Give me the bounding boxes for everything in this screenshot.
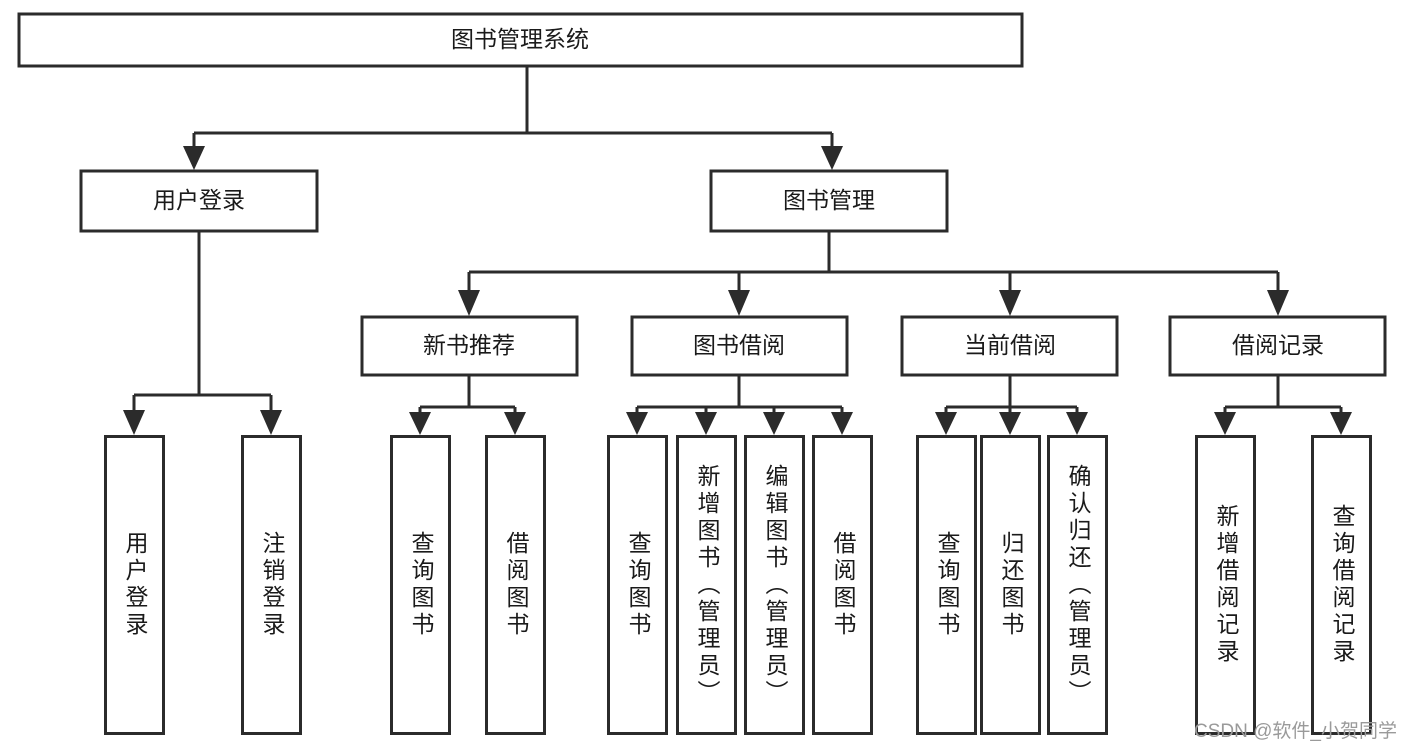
leaf-label: 编辑图书（管理员） (762, 463, 788, 707)
node-user-login[interactable]: 用户登录 (79, 169, 319, 233)
node-book-borrow-rect (630, 315, 849, 377)
node-root-label: 图书管理系统 (451, 26, 589, 52)
node-user-login-label: 用户登录 (153, 187, 245, 213)
connector-book-management-to-level3 (458, 231, 1289, 316)
leaf-book-borrow-edit-book[interactable]: 编辑图书（管理员） (744, 435, 805, 735)
leaf-current-borrow-confirm-return[interactable]: 确认归还（管理员） (1047, 435, 1108, 735)
node-current-borrow-label: 当前借阅 (964, 332, 1056, 358)
leaf-label: 归还图书 (998, 531, 1024, 639)
leaf-label: 确认归还（管理员） (1065, 463, 1091, 707)
leaf-label: 借阅图书 (830, 531, 856, 639)
arrow-head-icon (260, 410, 282, 435)
arrow-head-icon (183, 146, 205, 170)
leaf-current-borrow-return-book[interactable]: 归还图书 (980, 435, 1041, 735)
leaf-current-borrow-query-book[interactable]: 查询图书 (916, 435, 977, 735)
arrow-head-icon (831, 412, 853, 435)
node-current-borrow-rect (900, 315, 1119, 377)
leaf-label: 查询图书 (934, 531, 960, 639)
arrow-head-icon (1330, 412, 1352, 435)
arrow-head-icon (935, 412, 957, 435)
arrow-head-icon (504, 412, 526, 435)
node-current-borrow[interactable]: 当前借阅 (900, 315, 1119, 377)
leaf-borrow-record-query-record[interactable]: 查询借阅记录 (1311, 435, 1372, 735)
node-borrow-record[interactable]: 借阅记录 (1168, 315, 1387, 377)
leaf-label: 查询图书 (625, 531, 651, 639)
leaf-borrow-record-add-record[interactable]: 新增借阅记录 (1195, 435, 1256, 735)
leaf-book-borrow-query-book[interactable]: 查询图书 (607, 435, 668, 735)
node-book-borrow[interactable]: 图书借阅 (630, 315, 849, 377)
node-book-management-label: 图书管理 (783, 187, 875, 213)
arrow-head-icon (763, 412, 785, 435)
node-new-book-recommend-rect (360, 315, 579, 377)
arrow-head-icon (1267, 290, 1289, 316)
connector-root-to-level2 (183, 66, 843, 170)
arrow-head-icon (626, 412, 648, 435)
connector-new-book-recommend-to-leaves (409, 375, 526, 435)
arrow-head-icon (999, 412, 1021, 435)
node-root[interactable]: 图书管理系统 (17, 12, 1024, 68)
leaf-label: 查询图书 (408, 531, 434, 639)
node-book-management[interactable]: 图书管理 (709, 169, 949, 233)
leaf-label: 查询借阅记录 (1329, 504, 1355, 666)
connector-book-borrow-to-leaves (626, 375, 853, 435)
leaf-user-login-logout[interactable]: 注销登录 (241, 435, 302, 735)
connector-borrow-record-to-leaves (1214, 375, 1352, 435)
connector-current-borrow-to-leaves (935, 375, 1088, 435)
leaf-user-login-login[interactable]: 用户登录 (104, 435, 165, 735)
arrow-head-icon (999, 290, 1021, 316)
leaf-new-book-query-book[interactable]: 查询图书 (390, 435, 451, 735)
connector-user-login-to-leaves (123, 231, 282, 435)
arrow-head-icon (695, 412, 717, 435)
leaf-new-book-borrow-book[interactable]: 借阅图书 (485, 435, 546, 735)
node-root-rect (17, 12, 1024, 68)
node-book-borrow-label: 图书借阅 (693, 332, 785, 358)
node-borrow-record-label: 借阅记录 (1232, 332, 1324, 358)
leaf-label: 注销登录 (259, 531, 285, 639)
node-new-book-recommend-label: 新书推荐 (423, 332, 515, 358)
leaf-book-borrow-add-book[interactable]: 新增图书（管理员） (676, 435, 737, 735)
arrow-head-icon (458, 290, 480, 316)
leaf-label: 新增借阅记录 (1213, 504, 1239, 666)
arrow-head-icon (123, 410, 145, 435)
leaf-label: 新增图书（管理员） (694, 463, 720, 707)
arrow-head-icon (728, 290, 750, 316)
arrow-head-icon (409, 412, 431, 435)
node-new-book-recommend[interactable]: 新书推荐 (360, 315, 579, 377)
arrow-head-icon (1066, 412, 1088, 435)
arrow-head-icon (1214, 412, 1236, 435)
leaf-book-borrow-borrow-book[interactable]: 借阅图书 (812, 435, 873, 735)
arrow-head-icon (821, 146, 843, 170)
leaf-label: 用户登录 (122, 531, 148, 639)
leaf-label: 借阅图书 (503, 531, 529, 639)
